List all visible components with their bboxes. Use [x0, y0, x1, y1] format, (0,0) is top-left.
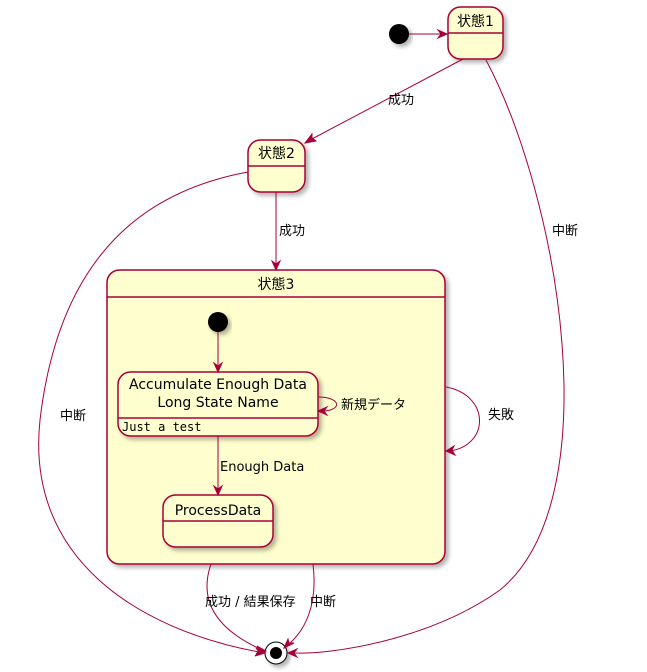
- state-1[interactable]: [447, 6, 504, 60]
- arrowhead-start-to-state-1: [436, 28, 449, 40]
- arrowhead-state-3-to-end-success: [255, 645, 268, 655]
- state-1-label: 状態1: [457, 14, 494, 30]
- arrowhead-state-1-to-end: [286, 647, 299, 659]
- label-state-3-to-end-abort: 中断: [310, 595, 336, 610]
- state-3-label: 状態3: [258, 277, 295, 293]
- state-process-data-label: ProcessData: [175, 503, 262, 519]
- state-accumulate-label-line2: Long State Name: [157, 395, 278, 411]
- edge-state-3-to-end-abort: [288, 563, 315, 645]
- state-accumulate-label-line1: Accumulate Enough Data: [129, 377, 307, 393]
- arrowhead-state-3-self: [444, 444, 457, 457]
- edge-state-3-self: [445, 386, 480, 452]
- end-node: [264, 641, 288, 665]
- label-state-1-to-end: 中断: [552, 224, 578, 239]
- arrowhead-accumulate-self: [316, 405, 329, 417]
- state-accumulate-description: Just a test: [122, 420, 201, 434]
- arrowhead-state-2-to-state-3: [270, 259, 282, 272]
- arrowhead-state-1-to-state-2: [303, 132, 318, 144]
- label-accumulate-to-process: Enough Data: [220, 460, 304, 475]
- edge-accumulate-self: [317, 396, 337, 412]
- label-state-3-self: 失敗: [488, 408, 514, 423]
- arrowhead-state-3-to-end-abort: [282, 637, 295, 650]
- start-node: [389, 24, 409, 44]
- inner-start-node: [208, 312, 228, 332]
- state-process-data[interactable]: [162, 494, 274, 548]
- arrowhead-accumulate-to-process: [212, 484, 224, 497]
- state-2-label: 状態2: [258, 146, 295, 162]
- label-state-2-to-end: 中断: [60, 409, 86, 424]
- edge-state-2-to-end: [38, 171, 260, 653]
- label-state-1-to-state-2: 成功: [388, 93, 414, 108]
- label-state-2-to-state-3: 成功: [279, 224, 305, 239]
- label-accumulate-self: 新規データ: [341, 397, 406, 413]
- edge-state-1-to-end: [292, 59, 565, 654]
- arrowhead-inner-start-to-accumulate: [212, 361, 224, 374]
- label-state-3-to-end-success: 成功 / 結果保存: [205, 595, 296, 610]
- edge-state-1-to-state-2: [309, 58, 464, 141]
- edge-state-3-to-end-success: [206, 563, 261, 650]
